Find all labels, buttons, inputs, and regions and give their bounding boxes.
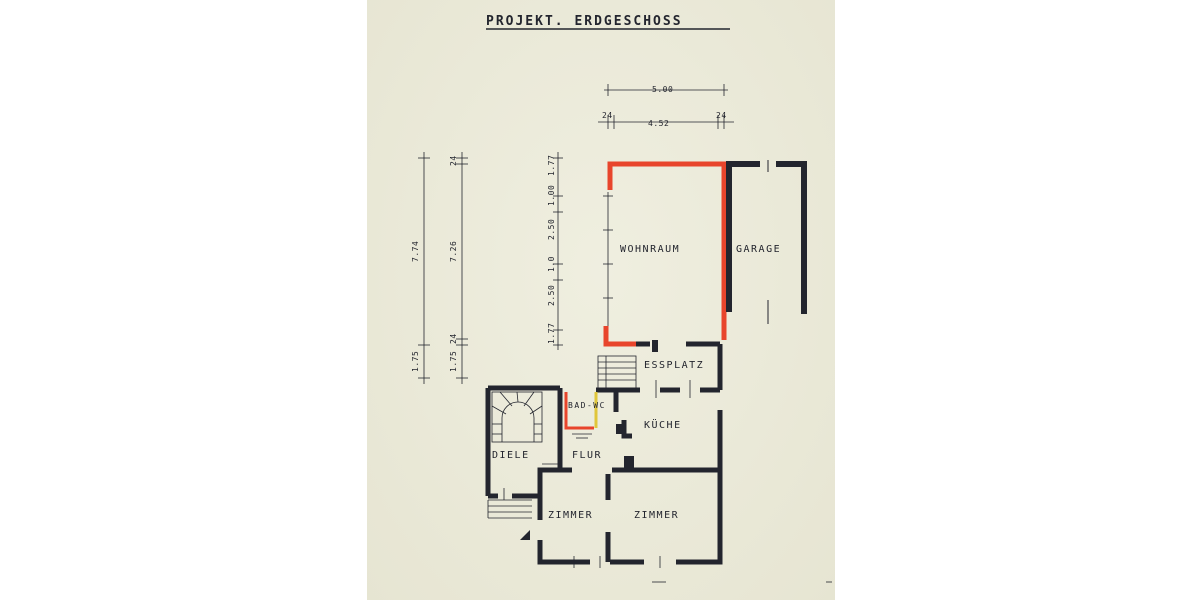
room-label-garage: GARAGE [736, 244, 781, 255]
bath-fixtures [572, 433, 592, 439]
room-label-flur: FLUR [572, 450, 602, 461]
bath-wall-red [564, 392, 594, 430]
door-marks [503, 380, 691, 568]
stair-upper [597, 355, 637, 389]
plan-sheet [367, 0, 835, 600]
stair-spiral [491, 391, 543, 443]
room-label-wohnraum: WOHNRAUM [620, 244, 680, 255]
dim-top-wall-left: 24 [602, 111, 613, 120]
dim-top-inner: 4.52 [648, 119, 669, 128]
wall-stub-1 [652, 340, 658, 352]
room-label-bad-wc: BAD-WC [568, 401, 606, 410]
room-label-zimmer-right: ZIMMER [634, 510, 679, 521]
dim-left-wall-top: 24 [449, 155, 458, 166]
entrance-steps [487, 499, 532, 519]
room-label-essplatz: ESSPLATZ [644, 360, 704, 371]
dim-left-inner: 7.26 [449, 241, 458, 262]
dim-chain-a: 1.00 [547, 185, 556, 206]
north-arrow-icon [520, 530, 530, 540]
dim-chain-b: 2.50 [547, 219, 556, 240]
new-wall-top [607, 161, 727, 340]
left-dimensions [418, 152, 613, 384]
dim-chain-top: 1.77 [547, 155, 556, 176]
dim-left-bottom-inner: 1.75 [449, 351, 458, 372]
room-label-zimmer-left: ZIMMER [548, 510, 593, 521]
dim-left-bottom-outer: 1.75 [411, 351, 420, 372]
room-label-diele: DIELE [492, 450, 530, 461]
wall-stub-2 [624, 456, 634, 468]
dim-chain-d: 2.50 [547, 285, 556, 306]
plan-title: PROJEKT. ERDGESCHOSS [486, 14, 683, 29]
wall-stub-3 [616, 424, 626, 434]
dim-left-total: 7.74 [411, 241, 420, 262]
room-label-kueche: KÜCHE [644, 418, 682, 431]
dim-chain-bottom: 1.77 [547, 323, 556, 344]
dim-left-wall-bottom: 24 [449, 333, 458, 344]
dim-chain-c: 1.0 [547, 256, 556, 272]
top-dimensions [598, 84, 734, 129]
dim-top-total: 5.00 [652, 85, 673, 94]
garage-walls [726, 161, 807, 314]
new-wall-bottom-left [603, 326, 636, 347]
dim-top-wall-right: 24 [716, 111, 727, 120]
